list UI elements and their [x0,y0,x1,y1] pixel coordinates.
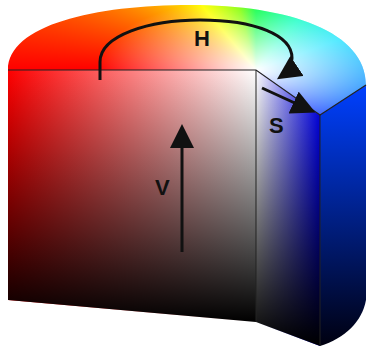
cut-edge [8,70,366,115]
blue-face [256,70,320,346]
red-face-shade [8,70,256,322]
cut-edge [256,70,320,346]
hue-label: H [194,28,210,50]
cylinder-side [320,85,366,346]
value-label: V [155,177,170,199]
saturation-arrow [262,88,310,110]
red-face [8,70,256,322]
blue-face-shade [256,70,320,346]
saturation-label: S [269,115,284,137]
value-arrow [181,130,184,252]
hue-arrow [100,20,292,80]
